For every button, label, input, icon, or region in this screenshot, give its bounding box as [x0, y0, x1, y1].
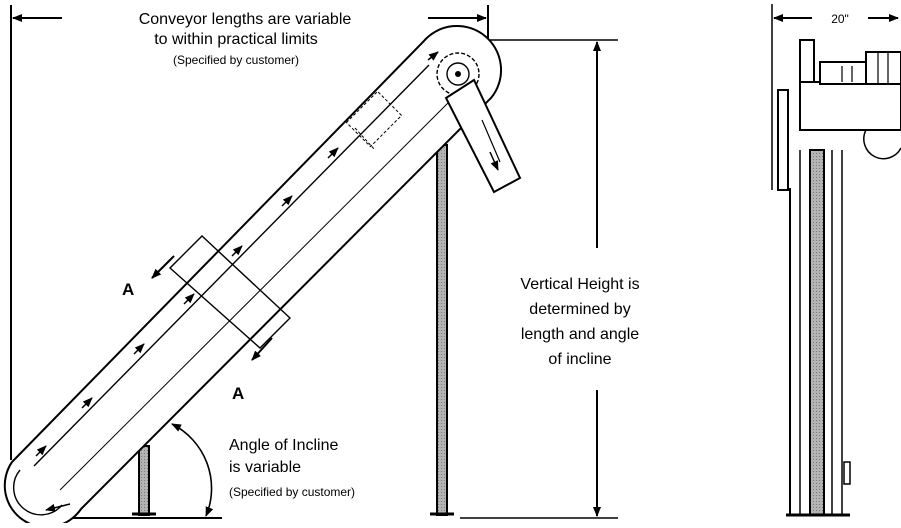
- length-note: (Specified by customer): [173, 53, 299, 67]
- height-label-line3: length and angle: [521, 326, 639, 343]
- section-a-marker-lower: [251, 337, 273, 361]
- length-dimension: [10, 5, 489, 460]
- angle-note: (Specified by customer): [229, 485, 355, 499]
- support-leg-short: [132, 445, 156, 516]
- support-leg-tall: [430, 144, 454, 516]
- width-dimension-label: 20": [831, 12, 849, 26]
- section-a-label-lower: A: [232, 384, 244, 403]
- end-view: [771, 4, 901, 517]
- section-a-marker-upper: [151, 255, 175, 279]
- height-label-line4: of incline: [548, 351, 611, 368]
- angle-label-line1: Angle of Incline: [229, 437, 339, 454]
- length-label-line2: to within practical limits: [154, 31, 318, 48]
- section-a-label-upper: A: [122, 280, 134, 299]
- angle-label-line2: is variable: [229, 459, 301, 476]
- angle-indicator: [171, 423, 214, 517]
- height-label-line1: Vertical Height is: [520, 276, 639, 293]
- height-label-line2: determined by: [529, 301, 630, 318]
- conveyor-body: [3, 24, 522, 528]
- height-dimension: [460, 39, 618, 519]
- length-label-line1: Conveyor lengths are variable: [139, 11, 352, 28]
